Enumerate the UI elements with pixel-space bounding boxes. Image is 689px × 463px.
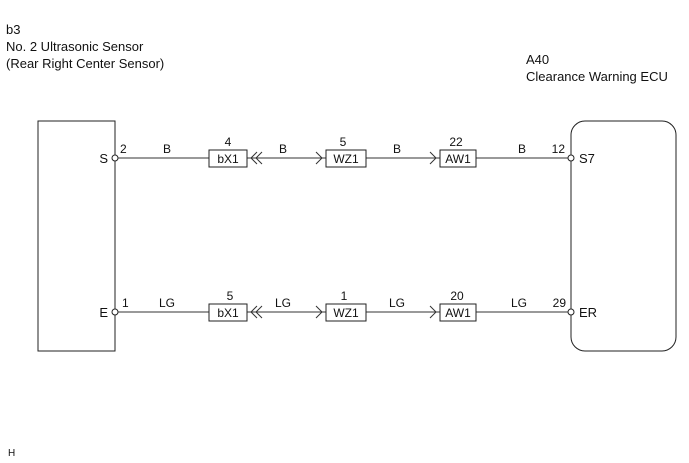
- connector-name: AW1: [445, 306, 471, 320]
- connector-name: bX1: [217, 306, 239, 320]
- connector-pin: 5: [340, 135, 347, 149]
- right-pin-number: 12: [552, 142, 566, 156]
- left-pin-number: 1: [122, 296, 129, 310]
- plug-arrow-icon: [250, 151, 263, 165]
- left-component-code: b3: [6, 22, 20, 37]
- arrow-right-icon: [315, 151, 323, 165]
- wire-color: LG: [389, 296, 405, 310]
- left-terminal-label: E: [99, 305, 108, 320]
- wire-color: LG: [275, 296, 291, 310]
- connector-name: bX1: [217, 152, 239, 166]
- connector-aw1: [439, 149, 477, 168]
- wire-color: B: [393, 142, 401, 156]
- connector-bx1: [208, 149, 248, 168]
- connector-pin: 22: [449, 135, 463, 149]
- left-pin-number: 2: [120, 142, 127, 156]
- right-component-code: A40: [526, 52, 549, 67]
- connector-wz1: [325, 303, 367, 322]
- footer-mark: H: [8, 448, 15, 459]
- connector-wz1: [325, 149, 367, 168]
- connector-pin: 1: [341, 289, 348, 303]
- clearance-warning-ecu-body: [570, 120, 677, 352]
- plug-arrow-icon: [250, 305, 263, 319]
- right-terminal-label: S7: [579, 151, 595, 166]
- wire-color: LG: [159, 296, 175, 310]
- connector-name: WZ1: [333, 306, 359, 320]
- wire-color: B: [518, 142, 526, 156]
- circuit-e-er: E 1 LG LG LG LG 29 ER bX1 5 WZ1 1 AW1 20: [99, 289, 597, 322]
- arrow-right-icon: [429, 305, 437, 319]
- terminal-pin: [111, 154, 119, 162]
- arrow-right-icon: [315, 305, 323, 319]
- left-component-name: No. 2 Ultrasonic Sensor: [6, 39, 144, 54]
- ultrasonic-sensor-body: [37, 120, 116, 352]
- wire-color: B: [163, 142, 171, 156]
- right-component-name: Clearance Warning ECU: [526, 69, 668, 84]
- wire-color: B: [279, 142, 287, 156]
- right-terminal-label: ER: [579, 305, 597, 320]
- wire-color: LG: [511, 296, 527, 310]
- connector-name: WZ1: [333, 152, 359, 166]
- right-pin-number: 29: [553, 296, 567, 310]
- circuit-s-s7: S 2 B B B B 12 S7 bX1 4 WZ1 5 AW1 22: [99, 135, 595, 168]
- arrow-right-icon: [429, 151, 437, 165]
- connector-pin: 4: [225, 135, 232, 149]
- connector-name: AW1: [445, 152, 471, 166]
- connector-bx1: [208, 303, 248, 322]
- connector-pin: 5: [227, 289, 234, 303]
- left-terminal-label: S: [99, 151, 108, 166]
- connector-pin: 20: [450, 289, 464, 303]
- left-component-subname: (Rear Right Center Sensor): [6, 56, 164, 71]
- terminal-pin: [567, 308, 575, 316]
- terminal-pin: [111, 308, 119, 316]
- terminal-pin: [567, 154, 575, 162]
- connector-aw1: [439, 303, 477, 322]
